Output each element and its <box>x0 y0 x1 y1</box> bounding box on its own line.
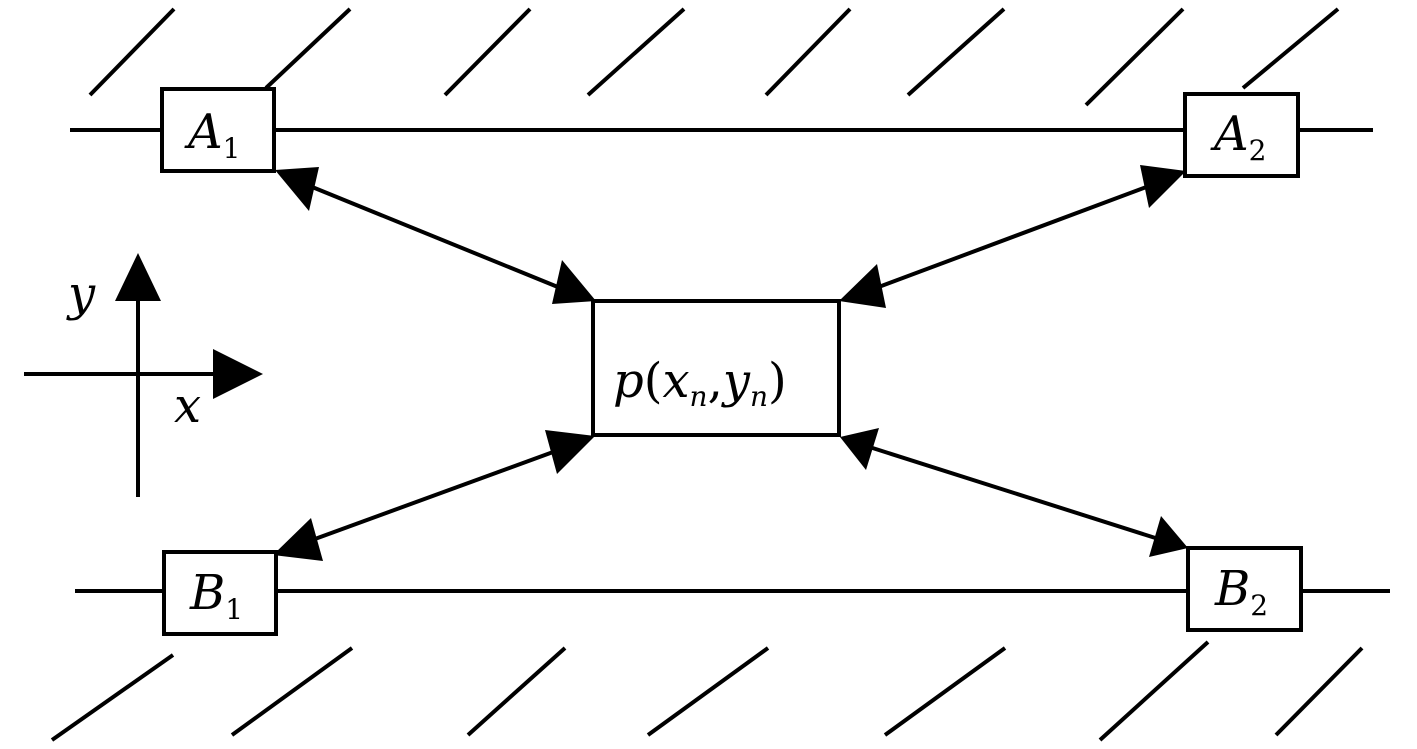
arrowhead-b1-end <box>273 518 323 561</box>
y-axis-label: y <box>66 266 96 322</box>
node-a1-label: A1 <box>184 104 241 165</box>
node-b2: B2 <box>1186 546 1303 632</box>
node-a2-label: A2 <box>1210 106 1267 167</box>
y-axis-arrowhead <box>115 253 161 301</box>
node-a2: A2 <box>1183 92 1300 178</box>
x-axis-label: x <box>174 378 201 434</box>
arrow-point-b1 <box>292 442 576 549</box>
arrowhead-a2-start <box>839 264 886 308</box>
connection-lines <box>292 178 1169 549</box>
arrowhead-a2-end <box>1140 165 1186 208</box>
arrow-point-a2 <box>859 178 1166 296</box>
arrow-point-a1 <box>294 178 576 296</box>
node-point: p(xn,yn) <box>591 299 841 437</box>
arrowhead-b2-end <box>1149 516 1188 557</box>
node-b2-label: B2 <box>1214 561 1268 622</box>
arrowheads <box>273 165 1188 561</box>
node-point-label: p(xn,yn) <box>613 353 787 413</box>
node-a1: A1 <box>160 87 276 173</box>
node-b1: B1 <box>162 550 278 636</box>
x-axis-arrowhead <box>213 349 263 399</box>
top-wall-hatching <box>88 7 1340 107</box>
bottom-wall-hatching <box>50 640 1364 742</box>
arrowhead-b1-start <box>545 430 595 474</box>
arrow-point-b2 <box>859 442 1169 544</box>
node-b1-label: B1 <box>189 565 243 626</box>
arrowhead-a1-end <box>275 167 319 211</box>
coordinate-axes: x y <box>24 253 263 497</box>
arrowhead-b2-start <box>840 428 879 470</box>
arrowhead-a1-start <box>552 260 596 304</box>
